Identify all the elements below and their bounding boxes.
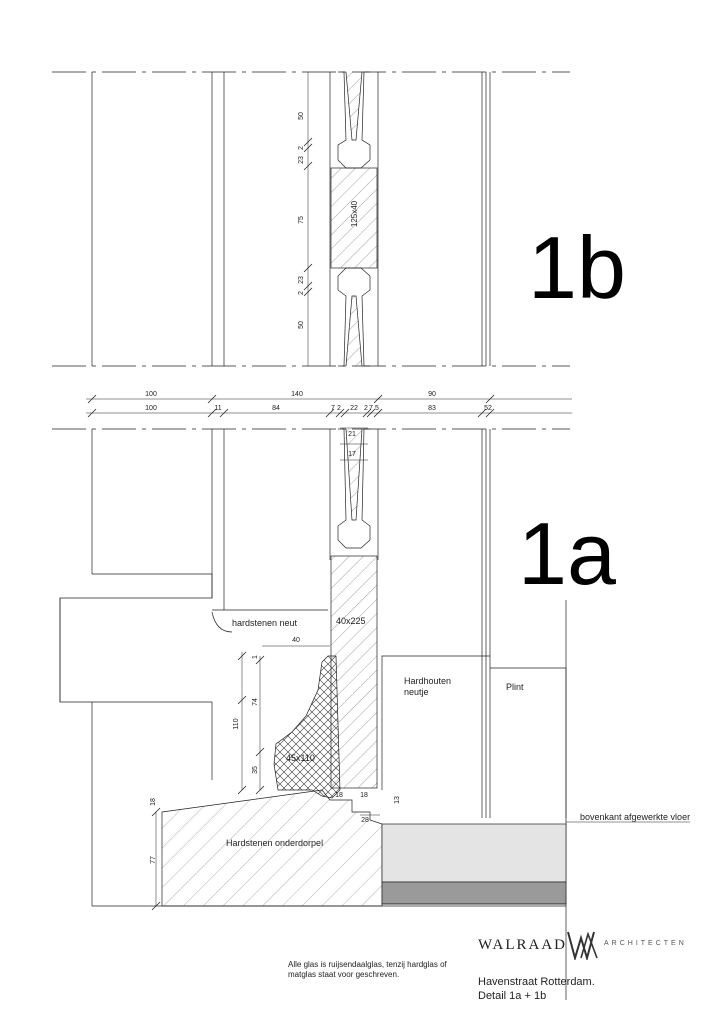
dim-1b-top-50: 50 (298, 112, 305, 120)
dim-1b-bottom-23: 23 (298, 276, 305, 284)
logo-subtitle: ARCHITECTEN (604, 940, 687, 947)
dim-1a-74: 74 (252, 698, 259, 706)
dim-1a-35: 35 (252, 766, 259, 774)
dim-upper-100: 100 (145, 391, 157, 398)
dim-1b-bottom-2: 2 (298, 291, 305, 295)
floor-slab (381, 881, 567, 905)
dim-1a-21: 21 (348, 431, 356, 438)
dimensions-1a: 21 17 40 1 74 110 35 18 18 18 13 28 77 (150, 431, 401, 864)
glass-note: Alle glas is ruijsendaalglas, tenzij har… (288, 960, 478, 980)
project-name: Havenstraat Rotterdam. (478, 976, 595, 988)
label-bovenkant-vloer: bovenkant afgewerkte vloer (580, 812, 690, 822)
dim-1a-18-left: 18 (150, 798, 157, 806)
dim-1b-top-2: 2 (298, 146, 305, 150)
floor-screed (381, 823, 567, 883)
dim-1a-18-b: 18 (360, 792, 368, 799)
stone-sill (161, 789, 383, 907)
dim-1b-middle-75: 75 (298, 216, 305, 224)
dim-1a-17: 17 (348, 451, 356, 458)
dimension-row-lower: 100 11 84 7 2 22 2 7 5 83 52 (145, 405, 492, 412)
dim-lower-11: 11 (214, 405, 221, 412)
dim-lower-2b: 2 (364, 405, 368, 412)
dim-1a-110: 110 (233, 718, 240, 729)
dimension-rows (86, 394, 572, 418)
label-45x110: 45x110 (286, 753, 315, 763)
title-block: Havenstraat Rotterdam. Detail 1a + 1b (478, 975, 595, 1003)
dim-lower-5: 5 (375, 405, 379, 412)
dim-1a-1: 1 (252, 655, 259, 659)
detail-name: Detail 1a + 1b (478, 990, 547, 1002)
label-plint: Plint (506, 682, 524, 692)
logo-mark-icon (567, 931, 598, 960)
rail-section-label: 125x40 (350, 200, 359, 227)
detail-label-1a: 1a (518, 504, 616, 603)
dim-lower-7b: 7 (369, 405, 373, 412)
dim-1b-top-23: 23 (298, 156, 305, 164)
dim-1a-28: 28 (361, 817, 369, 824)
dim-1b-bottom-50: 50 (298, 321, 305, 329)
glass-note-line2: matglas staat voor geschreven. (288, 970, 400, 979)
label-stile-40x225: 40x225 (336, 616, 366, 626)
dim-lower-22: 22 (350, 405, 358, 412)
detail-1a (52, 427, 690, 1000)
label-hardhouten-line1: Hardhouten (404, 676, 451, 686)
dim-lower-2a: 2 (337, 405, 341, 412)
dim-1a-40: 40 (292, 637, 300, 644)
dim-1a-18-a: 18 (335, 792, 343, 799)
logo-name: WALRAAD (478, 937, 567, 953)
detail-1b (52, 71, 570, 367)
dim-upper-90: 90 (428, 391, 436, 398)
dimensions-1b: 50 2 23 75 23 2 50 125x40 (298, 112, 359, 329)
label-hardhouten-line2: neutje (404, 687, 429, 697)
dimension-row-upper: 100 140 90 (145, 391, 436, 398)
dim-lower-100: 100 (145, 405, 157, 412)
dim-1a-13: 13 (394, 796, 401, 804)
dim-lower-7a: 7 (331, 405, 335, 412)
label-hardstenen-neut: hardstenen neut (232, 618, 298, 628)
walraad-logo: WALRAAD ARCHITECTEN (476, 930, 706, 960)
glass-note-line1: Alle glas is ruijsendaalglas, tenzij har… (288, 960, 447, 969)
label-hardstenen-onderdorpel: Hardstenen onderdorpel (226, 838, 323, 848)
dim-lower-52: 52 (484, 405, 492, 412)
dim-upper-140: 140 (291, 391, 303, 398)
labels-1a: hardstenen neut 40x225 Hardhouten neutje… (226, 616, 690, 848)
dim-1a-77: 77 (150, 856, 157, 864)
sill-profile-45x110 (273, 655, 341, 799)
detail-label-1b: 1b (528, 218, 626, 317)
dim-lower-84: 84 (272, 405, 280, 412)
dim-lower-83: 83 (428, 405, 436, 412)
